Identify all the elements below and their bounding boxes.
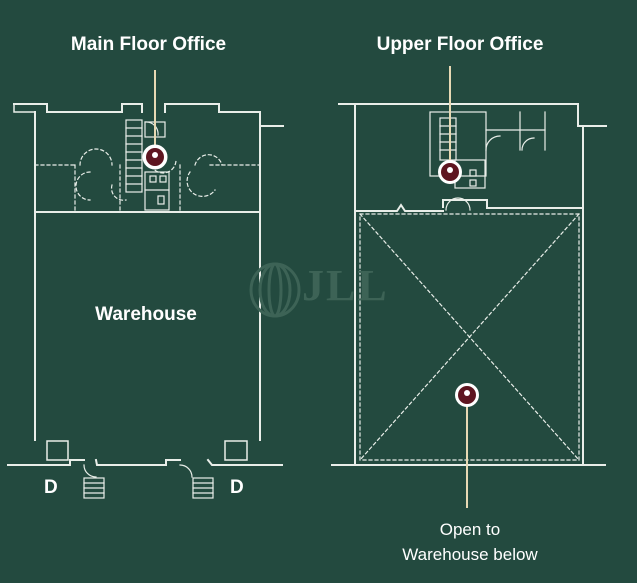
jll-watermark: JLL xyxy=(302,261,389,310)
jll-logo-mark xyxy=(249,262,301,318)
location-marker-upper xyxy=(438,160,462,184)
location-marker-main xyxy=(142,144,168,170)
dock-door-label-right: D xyxy=(230,477,244,498)
main-floor-plan xyxy=(7,103,284,499)
upper-floor-title: Upper Floor Office xyxy=(376,34,544,55)
open-to-warehouse-label: Open to Warehouse below xyxy=(360,517,580,567)
dock-door-label-left: D xyxy=(44,477,58,498)
main-floor-title: Main Floor Office xyxy=(70,34,227,55)
open-to-line2: Warehouse below xyxy=(402,545,538,564)
location-marker-open xyxy=(455,383,479,407)
warehouse-label: Warehouse xyxy=(95,304,197,325)
open-to-line1: Open to xyxy=(439,520,501,539)
upper-floor-plan xyxy=(331,103,607,466)
pointer-lines xyxy=(154,66,468,508)
